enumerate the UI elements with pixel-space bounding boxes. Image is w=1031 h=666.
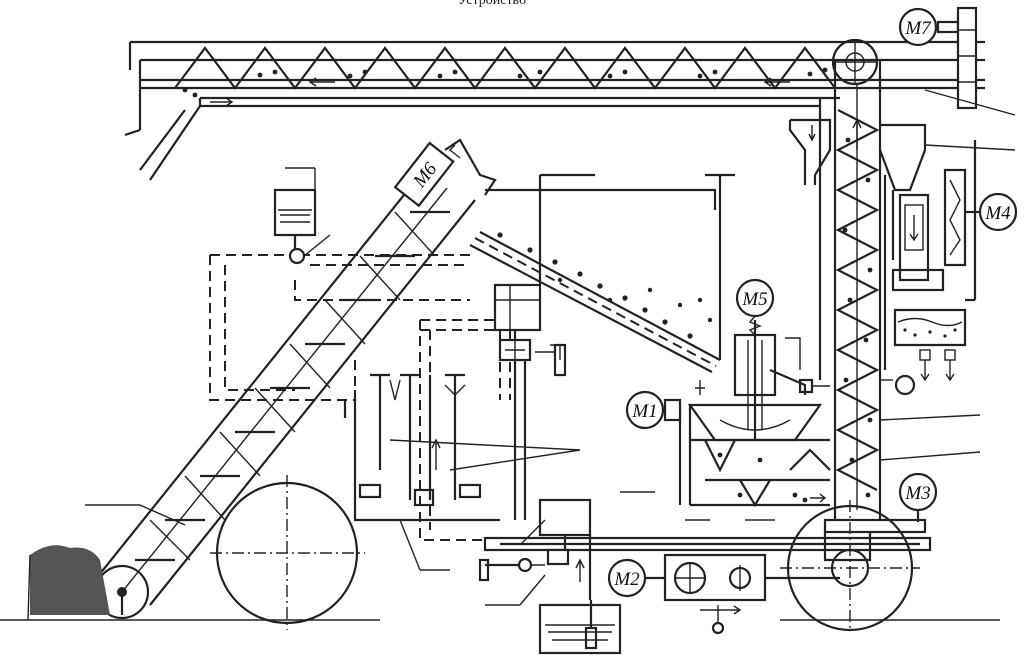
motor-m4: M4 xyxy=(943,140,1018,302)
motor-m2-label: M2 xyxy=(613,569,640,590)
motor-m4-label: M4 xyxy=(984,203,1011,224)
crop-pile xyxy=(27,545,110,621)
transmission-box xyxy=(645,553,840,635)
control-valve-block xyxy=(493,283,567,520)
elevator-discharge-hopper xyxy=(788,118,832,185)
motor-m3: M3 xyxy=(898,472,938,522)
top-horizontal-auger xyxy=(124,40,985,181)
rear-wheel xyxy=(780,500,920,632)
hydraulic-cylinders xyxy=(343,373,581,522)
lower-pump-assembly xyxy=(478,498,592,606)
separator-hopper xyxy=(878,123,967,382)
feed-trough xyxy=(469,231,721,373)
fluid-tank-upper xyxy=(273,167,331,265)
vertical-elevator xyxy=(818,60,882,520)
fluid-tank-lower xyxy=(538,600,622,655)
motor-m1-label: M1 xyxy=(631,401,657,422)
top-drive-sprocket xyxy=(831,38,879,86)
front-wheel xyxy=(210,475,365,630)
motor-m3-label: M3 xyxy=(904,483,930,504)
motor-m2: M2 xyxy=(607,558,647,598)
upper-frame-lines xyxy=(485,173,735,360)
motor-m6: M6 xyxy=(393,138,497,208)
motor-m1: M1 xyxy=(625,390,682,430)
chassis-frame xyxy=(0,518,1000,621)
motor-m7-label: M7 xyxy=(904,18,932,39)
motor-m5: M5 xyxy=(735,278,775,336)
motor-m7: M7 xyxy=(898,6,978,110)
inclined-conveyor xyxy=(94,174,476,620)
top-auger-grain xyxy=(182,67,828,98)
cleaning-unit xyxy=(678,320,916,508)
callout-leaders xyxy=(85,89,1016,571)
diagram-title-fragment: Устройство xyxy=(458,0,526,8)
motor-m5-label: M5 xyxy=(741,289,767,310)
